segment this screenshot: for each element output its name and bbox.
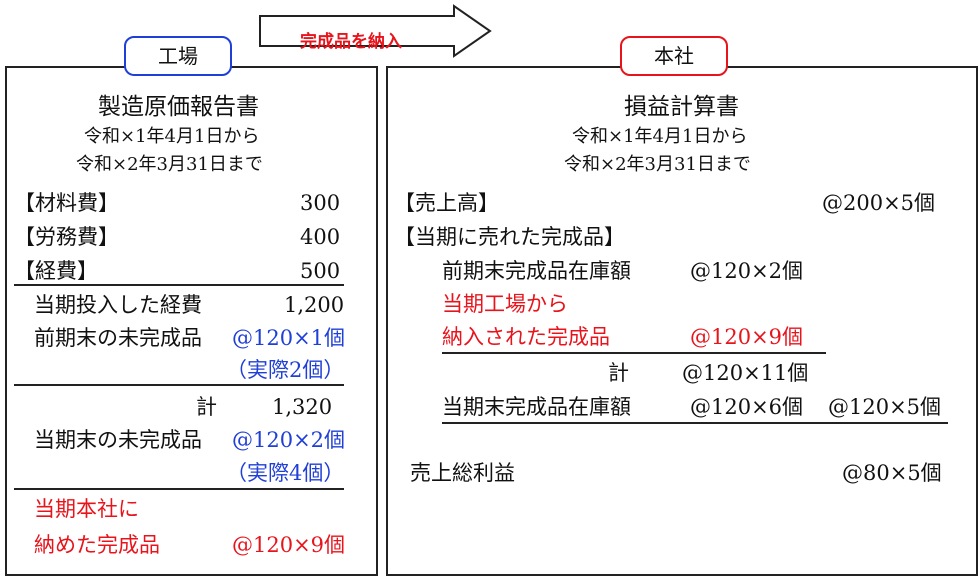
hq-title: 損益計算書 [624, 94, 739, 120]
hq-period-to: 令和×2年3月31日まで [564, 154, 751, 175]
factory-period-to: 令和×2年3月31日まで [76, 154, 263, 175]
transfer-arrow-label: 完成品を納入 [300, 32, 402, 52]
hq-rule-2 [442, 422, 948, 424]
received-label-line-2: 納入された完成品 [442, 325, 610, 349]
input-expenses-value: 1,200 [284, 293, 345, 317]
factory-title: 製造原価報告書 [98, 94, 259, 120]
end-wip-label: 当期末の未完成品 [34, 428, 202, 452]
materials-value: 300 [300, 191, 341, 215]
hq-rule-1 [442, 352, 826, 354]
end-fg-value: @120×6個 [690, 395, 804, 419]
factory-tag: 工場 [124, 36, 232, 76]
factory-total-label: 計 [196, 395, 217, 419]
received-value: @120×9個 [690, 325, 804, 349]
input-expenses-label: 当期投入した経費 [34, 293, 202, 317]
delivered-label-line-2: 納めた完成品 [34, 533, 160, 557]
gross-profit-label: 売上総利益 [410, 461, 515, 485]
labor-label: 【労務費】 [14, 225, 119, 249]
hq-period-from: 令和×1年4月1日から [572, 126, 748, 147]
factory-rule-1 [14, 284, 344, 286]
labor-value: 400 [300, 225, 341, 249]
begin-fg-value: @120×2個 [690, 259, 804, 283]
factory-total-value: 1,320 [272, 395, 333, 419]
sales-value: @200×5個 [822, 191, 936, 215]
delivered-value: @120×9個 [232, 533, 346, 557]
end-wip-note: （実際4個） [226, 461, 345, 485]
sales-label: 【売上高】 [394, 191, 499, 215]
hq-total-label: 計 [608, 361, 629, 385]
expenses-value: 500 [300, 259, 341, 283]
factory-period-from: 令和×1年4月1日から [84, 126, 260, 147]
end-wip-value: @120×2個 [232, 428, 346, 452]
begin-fg-label: 前期末完成品在庫額 [442, 259, 631, 283]
begin-wip-label: 前期末の未完成品 [34, 326, 202, 350]
delivered-label-line-1: 当期本社に [34, 497, 139, 521]
end-fg-label: 当期末完成品在庫額 [442, 395, 631, 419]
cogs-label: 【当期に売れた完成品】 [394, 225, 625, 249]
factory-rule-2 [14, 384, 344, 386]
cogs-value: @120×5個 [828, 395, 942, 419]
begin-wip-note: （実際2個） [226, 358, 345, 382]
transfer-arrow [259, 4, 492, 58]
factory-rule-3 [14, 488, 344, 490]
received-label-line-1: 当期工場から [442, 292, 568, 316]
hq-total-value: @120×11個 [682, 361, 809, 385]
gross-profit-value: @80×5個 [842, 461, 942, 485]
expenses-label: 【経費】 [14, 259, 98, 283]
hq-tag: 本社 [620, 36, 728, 76]
materials-label: 【材料費】 [14, 191, 119, 215]
begin-wip-value: @120×1個 [232, 326, 346, 350]
factory-panel [5, 66, 378, 576]
